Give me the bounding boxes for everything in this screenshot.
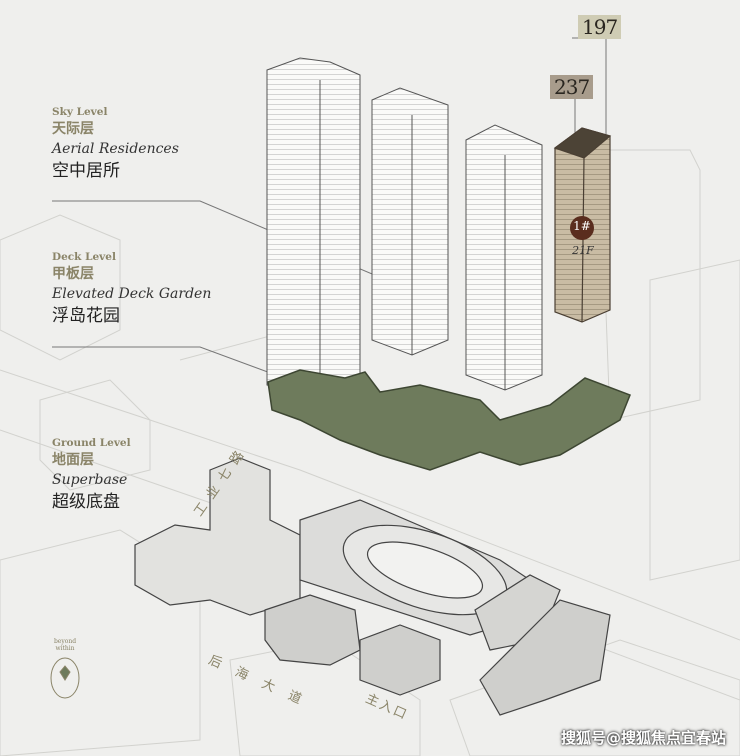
tower-floors: 21F xyxy=(572,244,594,257)
tower-1 xyxy=(553,127,612,323)
sky-level-label: Sky Level 天际层 Aerial Residences 空中居所 xyxy=(52,105,179,182)
level-en: Deck Level xyxy=(52,251,116,263)
level-en: Ground Level xyxy=(52,437,131,449)
tower-number: 1# xyxy=(573,219,591,233)
tower-c xyxy=(465,124,543,391)
tower-b xyxy=(371,87,449,356)
ground-superbase xyxy=(134,457,611,716)
logo-text: beyond within xyxy=(50,638,80,652)
ground-level-label: Ground Level 地面层 Superbase 超级底盘 xyxy=(52,436,131,513)
logo xyxy=(50,657,80,699)
deck-garden xyxy=(267,369,631,471)
logo-line-2: within xyxy=(55,645,75,652)
level-cn: 天际层 xyxy=(52,121,94,137)
watermark: 搜狐号@搜狐焦点宜春站 xyxy=(560,729,726,747)
level-subtitle: Aerial Residences xyxy=(52,141,179,157)
level-subtitle: Elevated Deck Garden xyxy=(52,286,212,302)
level-subtitle: Superbase xyxy=(52,472,128,488)
tower-a xyxy=(266,57,361,401)
level-subtitle-cn: 超级底盘 xyxy=(52,492,120,512)
level-cn: 地面层 xyxy=(52,452,94,468)
level-cn: 甲板层 xyxy=(52,266,94,282)
height-tag-197: 197 xyxy=(578,15,622,39)
level-subtitle-cn: 浮岛花园 xyxy=(52,306,120,326)
level-en: Sky Level xyxy=(52,106,108,118)
logo-line-1: beyond xyxy=(53,638,77,645)
deck-level-label: Deck Level 甲板层 Elevated Deck Garden 浮岛花园 xyxy=(52,250,211,327)
height-tag-237: 237 xyxy=(550,75,594,99)
level-subtitle-cn: 空中居所 xyxy=(52,161,120,181)
